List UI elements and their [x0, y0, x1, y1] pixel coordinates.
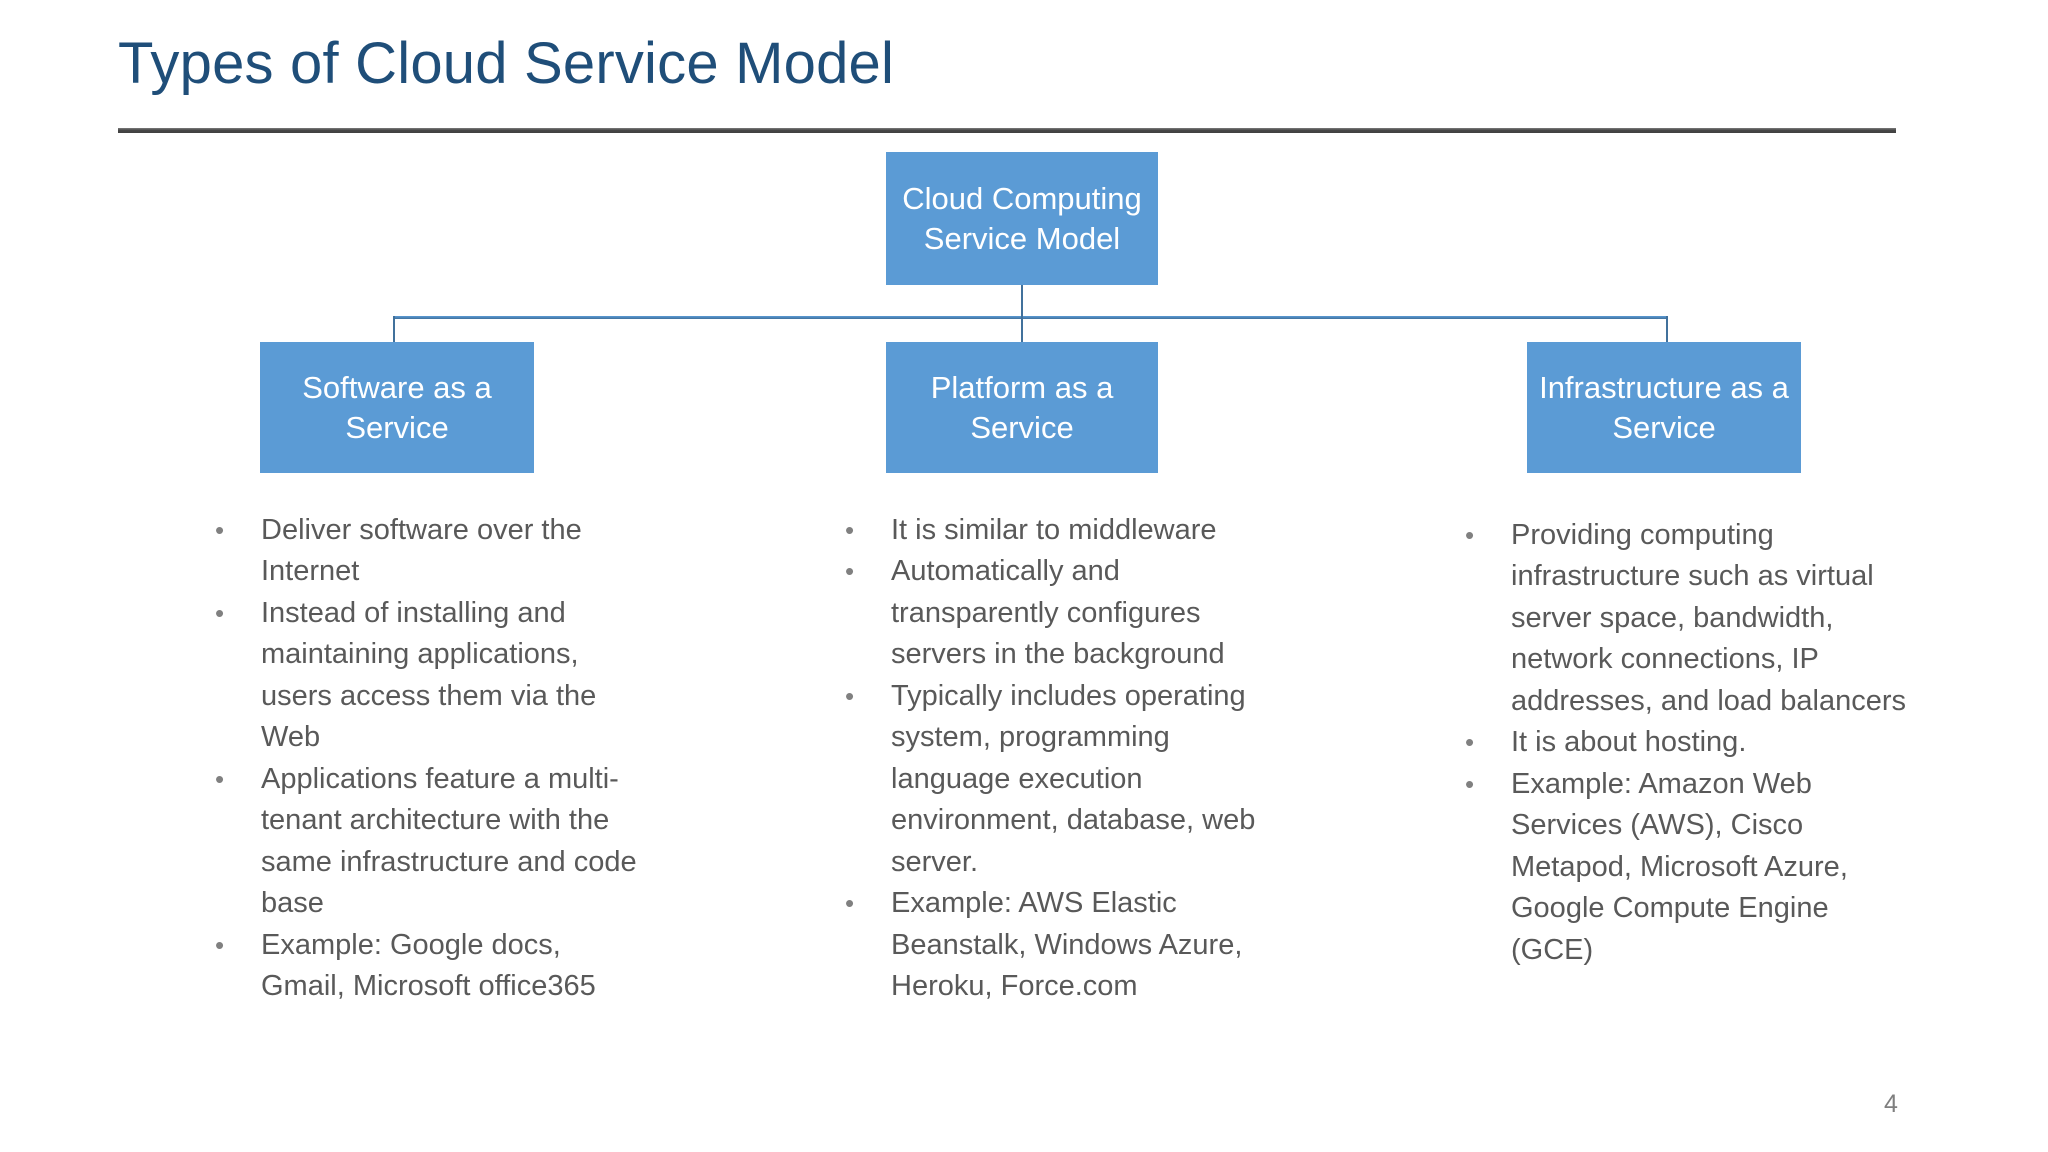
title-divider	[118, 128, 1896, 133]
page-title: Types of Cloud Service Model	[118, 31, 895, 96]
connector-paas-vertical	[1021, 316, 1023, 343]
list-item: Providing computing infrastructure such …	[1455, 515, 1915, 722]
node-infrastructure-as-a-service: Infrastructure as a Service	[1527, 342, 1801, 473]
list-item: Typically includes operating system, pro…	[835, 676, 1275, 883]
bullet-list: It is similar to middleware Automaticall…	[835, 510, 1275, 1008]
list-item: It is similar to middleware	[835, 510, 1275, 551]
list-item: Example: Google docs, Gmail, Microsoft o…	[205, 925, 645, 1008]
bullet-list: Deliver software over the Internet Inste…	[205, 510, 645, 1008]
node-cloud-computing-service-model: Cloud Computing Service Model	[886, 152, 1158, 285]
column-software-as-a-service: Deliver software over the Internet Inste…	[205, 510, 645, 1008]
connector-saas-vertical	[393, 316, 395, 343]
list-item: It is about hosting.	[1455, 722, 1915, 763]
node-software-as-a-service: Software as a Service	[260, 342, 534, 473]
connector-iaas-vertical	[1666, 316, 1668, 343]
connector-root-vertical	[1021, 285, 1023, 323]
list-item: Automatically and transparently configur…	[835, 551, 1275, 675]
column-infrastructure-as-a-service: Providing computing infrastructure such …	[1455, 515, 1915, 971]
list-item: Applications feature a multi-tenant arch…	[205, 759, 645, 925]
node-platform-as-a-service: Platform as a Service	[886, 342, 1158, 473]
list-item: Instead of installing and maintaining ap…	[205, 593, 645, 759]
connector-horizontal-bus	[393, 316, 1668, 319]
list-item: Example: Amazon Web Services (AWS), Cisc…	[1455, 764, 1915, 971]
column-platform-as-a-service: It is similar to middleware Automaticall…	[835, 510, 1275, 1008]
list-item: Deliver software over the Internet	[205, 510, 645, 593]
page-number: 4	[1884, 1090, 1898, 1118]
list-item: Example: AWS Elastic Beanstalk, Windows …	[835, 883, 1275, 1007]
bullet-list: Providing computing infrastructure such …	[1455, 515, 1915, 971]
